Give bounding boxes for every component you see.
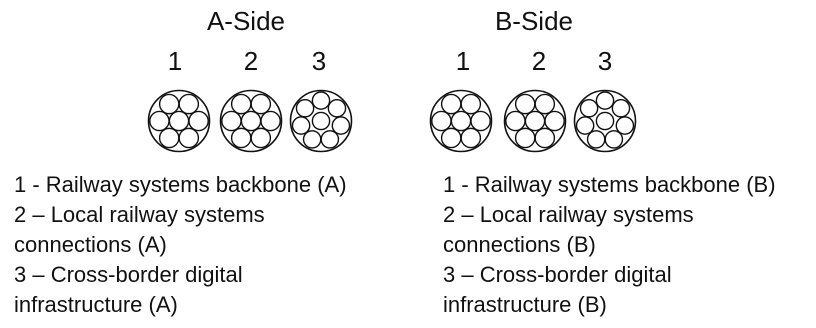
fiber-strand [188,110,209,132]
fiber-strand [470,110,491,132]
fiber-strand [230,93,252,115]
a-side-number-1: 1 [167,46,183,76]
b-side-cable-bundle-3 [573,89,637,153]
fiber-strand [514,127,536,149]
fiber-strand [158,127,180,149]
legend-line: 2 – Local railway systems [14,202,265,227]
a-side-number-3: 3 [311,46,327,76]
fiber-strand [505,110,526,132]
fiber-strand [595,91,615,110]
fiber-strand [460,127,482,149]
fiber-strand [440,93,462,115]
b-side-number-1: 1 [455,46,471,76]
fiber-strand [514,93,536,115]
fiber-strand [579,98,599,118]
fiber-strand [611,98,631,118]
fiber-strand [178,93,200,115]
fiber-strand [327,98,347,118]
legend-line: connections (B) [443,232,596,257]
fiber-strand [168,110,190,132]
fiber-strand [431,110,452,132]
fiber-strand [586,130,606,149]
legend-line: infrastructure (A) [14,292,178,317]
a-side-cable-bundle-3 [289,89,353,153]
b-side-number-3: 3 [597,46,613,76]
fiber-strand [534,127,556,149]
fiber-strand [250,127,272,149]
legend-line: 2 – Local railway systems [443,202,694,227]
fiber-strand [178,127,200,149]
fiber-strand [460,93,482,115]
legend-line: 1 - Railway systems backbone (B) [443,172,776,197]
fiber-strand [604,130,624,149]
fiber-strand [311,111,331,131]
fiber-strand [450,110,472,132]
fiber-strand [158,93,180,115]
fiber-strand [291,116,311,135]
fiber-strand [221,110,242,132]
legend-line: 1 - Railway systems backbone (A) [14,172,347,197]
fiber-strand [295,98,315,118]
fiber-strand [595,111,615,131]
fiber-strand [302,130,322,149]
fiber-strand [149,110,170,132]
b-side-title: B-Side [494,6,574,36]
legend-line: infrastructure (B) [443,292,607,317]
a-side-legend: 1 - Railway systems backbone (A) 2 – Loc… [14,170,347,320]
a-side-number-2: 2 [243,46,259,76]
legend-line: connections (A) [14,232,167,257]
fiber-strand [524,110,546,132]
fiber-strand [534,93,556,115]
a-side-cable-bundle-1 [147,89,211,153]
fiber-strand [544,110,565,132]
fiber-strand [575,116,595,135]
b-side-legend: 1 - Railway systems backbone (B) 2 – Loc… [443,170,776,320]
fiber-strand [320,130,340,149]
legend-line: 3 – Cross-border digital [443,262,672,287]
a-side-title: A-Side [206,6,286,36]
fiber-strand [331,116,351,135]
fiber-strand [440,127,462,149]
a-side-cable-bundle-2 [219,89,283,153]
fiber-strand [250,93,272,115]
b-side-cable-bundle-2 [503,89,567,153]
fiber-strand [615,116,635,135]
fiber-strand [311,91,331,110]
fiber-strand [240,110,262,132]
b-side-number-2: 2 [531,46,547,76]
fiber-strand [230,127,252,149]
legend-line: 3 – Cross-border digital [14,262,243,287]
b-side-cable-bundle-1 [429,89,493,153]
fiber-strand [260,110,281,132]
